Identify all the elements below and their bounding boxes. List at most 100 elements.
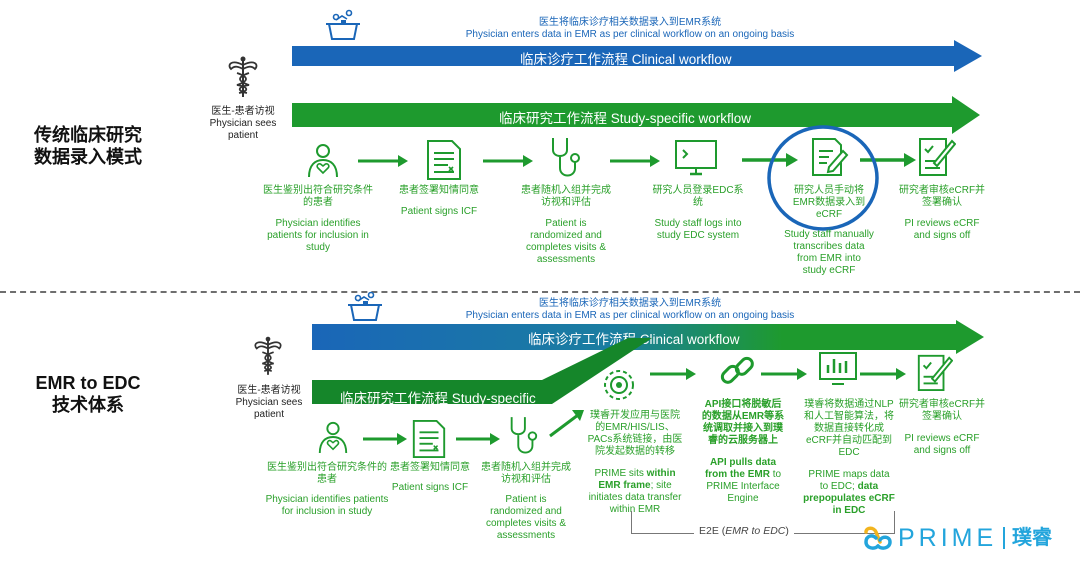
- e2e-label-open: E2E (: [699, 525, 726, 537]
- top-step-2-cn: 患者签署知情同意: [399, 185, 479, 196]
- top-study-arrow-shape: [292, 96, 980, 134]
- consent-document-icon: [427, 140, 461, 180]
- api-pull-text: API接口将脱敏后的数据从EMR等系统调取并接入到璞睿的云服务器上 API pu…: [700, 399, 786, 505]
- nlp-mapping-en: PRIME maps data to EDC; data prepopulate…: [803, 469, 895, 517]
- top-step-5-en: Study staff manually transcribes data fr…: [784, 229, 874, 276]
- top-step-arrow-5: [860, 153, 916, 167]
- bottom-pi-en: PI reviews eCRF and signs off: [904, 433, 980, 456]
- top-step-2-en: Patient signs ICF: [400, 206, 478, 217]
- top-step-arrow-1: [358, 155, 408, 167]
- api-pull-en-b: to PRIME Interface Engine: [706, 469, 782, 504]
- prime-sits-en-c: ; site initiates data transfer within EM…: [588, 480, 682, 515]
- top-study-arrow-label: 临床研究工作流程 Study-specific workflow: [499, 111, 752, 126]
- nlp-mapping-en-b: data prepopulates eCRF in EDC: [803, 481, 895, 516]
- prime-sits-en-b: within EMR frame: [598, 468, 676, 491]
- consent-document-icon: [412, 420, 446, 458]
- api-pull-en-a: API pulls data from the EMR: [704, 457, 777, 480]
- review-checklist-icon: [919, 138, 956, 176]
- top-study-workflow-arrow: 临床研究工作流程 Study-specific workflow: [292, 96, 980, 134]
- prime-sits-en-a: PRIME sits: [594, 468, 647, 479]
- prime-logo-text: PRIME: [898, 524, 998, 552]
- edit-document-icon: [812, 138, 849, 176]
- top-step-3-text: 患者随机入组并完成访视和评估 Patient is randomized and…: [518, 185, 614, 266]
- top-step-3-en: Patient is randomized and completes visi…: [525, 218, 607, 265]
- bottom-caption-en: Physician enters data in EMR as per clin…: [465, 310, 795, 321]
- top-physician-label: 医生-患者访视 Physician sees patient: [198, 106, 288, 142]
- top-caption-cn: 医生将临床诊疗相关数据录入到EMR系统: [538, 17, 722, 28]
- bottom-step-arrow-3: [549, 410, 584, 438]
- top-step-arrow-3: [610, 155, 660, 167]
- review-checklist-icon: [917, 354, 953, 391]
- top-caption-en: Physician enters data in EMR as per clin…: [465, 29, 795, 40]
- top-step-1-text: 医生鉴别出符合研究条件的患者 Physician identifies pati…: [260, 185, 376, 254]
- bottom-clinical-workflow-arrow: [312, 320, 984, 354]
- stethoscope-icon: [510, 417, 538, 454]
- caduceus-icon: [228, 56, 258, 97]
- bottom-physician-label: 医生-患者访视 Physician sees patient: [224, 385, 314, 421]
- nlp-mapping-text: 璞睿将数据通过NLP和人工智能算法，将数据直接转化成eCRF并自动匹配到EDC …: [803, 399, 895, 517]
- prime-logo-icon: [864, 526, 892, 550]
- bottom-caption: 医生将临床诊疗相关数据录入到EMR系统 Physician enters dat…: [380, 298, 880, 322]
- highlight-circle: [767, 125, 879, 231]
- top-caption: 医生将临床诊疗相关数据录入到EMR系统 Physician enters dat…: [380, 17, 880, 41]
- prime-logo-cn: 璞睿: [1012, 527, 1052, 549]
- section-divider: [0, 291, 1080, 293]
- bottom-step-1-en: Physician identifies patients for inclus…: [265, 494, 389, 517]
- top-step-6-en: PI reviews eCRF and signs off: [904, 218, 980, 241]
- bottom-step-3-en: Patient is randomized and completes visi…: [485, 494, 567, 541]
- section-label-traditional: 传统临床研究 数据录入模式: [18, 124, 158, 168]
- section-label-emr-to-edc: EMR to EDC 技术体系: [18, 372, 158, 416]
- logo-divider: [1003, 527, 1005, 549]
- analytics-monitor-icon: [819, 352, 857, 385]
- bottom-step-2-en: Patient signs ICF: [391, 482, 469, 493]
- bottom-step-3-cn: 患者随机入组并完成访视和评估: [481, 462, 571, 485]
- gear-icon: [604, 370, 634, 400]
- physician-computer-icon: [348, 291, 382, 321]
- bottom-study-arrow-label: 临床研究工作流程 Study-specific: [340, 391, 536, 406]
- top-step-3-cn: 患者随机入组并完成访视和评估: [521, 185, 611, 208]
- bottom-pi-cn: 研究者审核eCRF并签署确认: [898, 399, 986, 422]
- top-step-6-cn: 研究者审核eCRF并签署确认: [898, 185, 986, 208]
- top-step-4-text: 研究人员登录EDC系统 Study staff logs into study …: [651, 185, 745, 242]
- bottom-step-1-text: 医生鉴别出符合研究条件的患者 Physician identifies pati…: [264, 462, 390, 518]
- bottom-step-2-text: 患者签署知情同意 Patient signs ICF: [389, 462, 471, 494]
- api-pull-cn: API接口将脱敏后的数据从EMR等系统调取并接入到璞睿的云服务器上: [701, 399, 785, 446]
- bottom-physician-cn: 医生-患者访视: [237, 385, 301, 396]
- top-step-6-text: 研究者审核eCRF并签署确认 PI reviews eCRF and signs…: [896, 185, 988, 242]
- stethoscope-icon: [552, 138, 580, 177]
- top-step-4-en: Study staff logs into study EDC system: [654, 218, 742, 241]
- api-pull-en: API pulls data from the EMR to PRIME Int…: [700, 457, 786, 505]
- bottom-step-arrow-2: [456, 433, 500, 445]
- section-label-line1: EMR to EDC: [35, 373, 141, 393]
- bottom-step-arrow-5: [761, 368, 807, 380]
- top-step-4-cn: 研究人员登录EDC系统: [652, 185, 744, 208]
- top-clinical-arrow-label: 临床诊疗工作流程 Clinical workflow: [520, 52, 732, 67]
- top-physician-en: Physician sees patient: [209, 118, 277, 141]
- top-step-arrow-2: [483, 155, 533, 167]
- e2e-label-italic: EMR to EDC: [725, 525, 786, 537]
- prime-sits-en: PRIME sits within EMR frame; site initia…: [586, 468, 684, 516]
- computer-monitor-icon: [675, 140, 717, 176]
- physician-computer-icon: [326, 9, 360, 40]
- bottom-step-2-cn: 患者签署知情同意: [390, 462, 470, 473]
- top-clinical-workflow-arrow: 临床诊疗工作流程 Clinical workflow: [292, 40, 982, 72]
- bottom-physician-en: Physician sees patient: [235, 397, 303, 420]
- patient-heart-icon: [308, 144, 338, 178]
- section-label-line2: 技术体系: [52, 395, 124, 415]
- section-label-line1: 传统临床研究: [34, 125, 142, 145]
- bottom-step-1-cn: 医生鉴别出符合研究条件的患者: [267, 462, 387, 485]
- bottom-step-arrow-1: [363, 433, 407, 445]
- prime-sits-text: 璞睿开发应用与医院的EMR/HIS/LIS、PACs系统链接，由医院发起数据的转…: [586, 410, 684, 516]
- top-step-1-en: Physician identifies patients for inclus…: [267, 218, 369, 253]
- top-clinical-arrow-shape: [292, 40, 982, 72]
- caduceus-icon: [254, 336, 282, 375]
- top-step-5-cn: 研究人员手动将EMR数据录入到eCRF: [792, 185, 866, 220]
- bottom-study-workflow-arrow: [312, 338, 652, 404]
- section-label-line2: 数据录入模式: [34, 147, 142, 167]
- prime-sits-cn: 璞睿开发应用与医院的EMR/HIS/LIS、PACs系统链接，由医院发起数据的转…: [587, 410, 683, 457]
- top-step-2-text: 患者签署知情同意 Patient signs ICF: [399, 185, 479, 218]
- bottom-step-arrow-4: [650, 368, 696, 380]
- bottom-step-arrow-6: [860, 368, 906, 380]
- bottom-caption-cn: 医生将临床诊疗相关数据录入到EMR系统: [538, 298, 722, 309]
- bottom-step-3-text: 患者随机入组并完成访视和评估 Patient is randomized and…: [478, 462, 574, 542]
